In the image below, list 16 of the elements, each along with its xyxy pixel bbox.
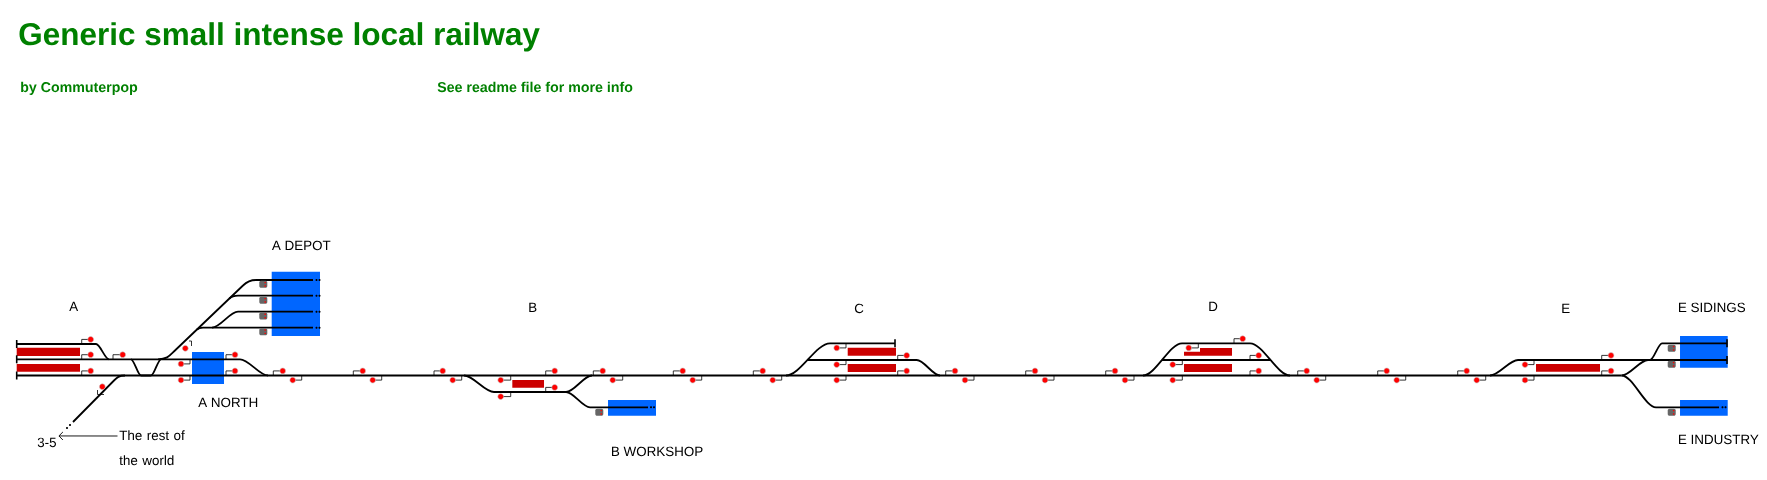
station-label: A xyxy=(69,301,79,311)
location-label: A DEPOT xyxy=(271,240,331,251)
note-text: The rest of the world xyxy=(119,430,185,466)
station-label: C xyxy=(854,303,864,314)
location-label: E INDUSTRY xyxy=(1679,434,1759,445)
station-label: D xyxy=(1209,301,1218,311)
station-label: B xyxy=(529,302,537,312)
title: Generic small intense local railway xyxy=(19,22,540,52)
location-label: B WORKSHOP xyxy=(612,446,703,457)
track-label: 3-5 xyxy=(37,437,56,448)
arrow xyxy=(58,431,118,441)
station-label: E xyxy=(1562,303,1570,313)
location-label: A NORTH xyxy=(198,397,258,408)
note: See readme file for more info xyxy=(437,81,633,93)
byline: by Commuterpop xyxy=(21,81,138,95)
location-label: E SIDINGS xyxy=(1679,302,1746,313)
